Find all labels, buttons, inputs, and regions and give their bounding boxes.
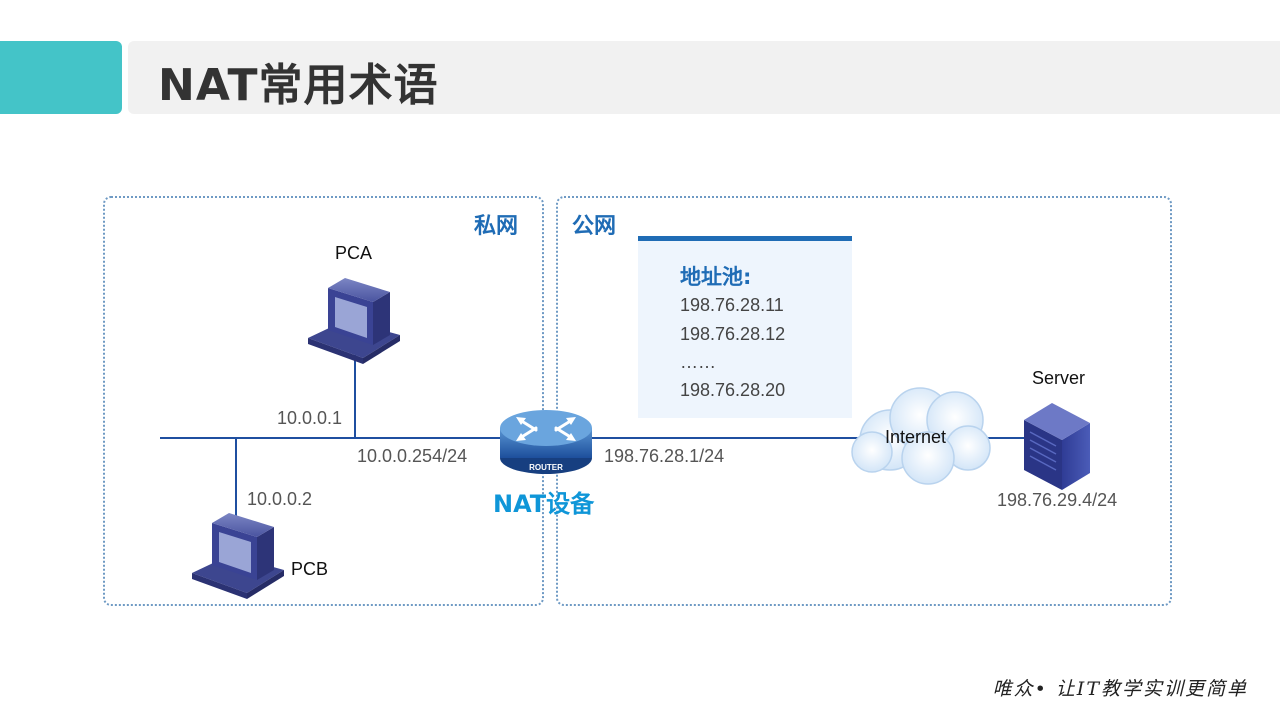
nat-device-label: NAT设备	[493, 490, 595, 518]
server-name: Server	[1032, 368, 1086, 388]
pcb-ip: 10.0.0.2	[247, 489, 313, 509]
title-bar: NAT常用术语	[128, 41, 1280, 114]
pca-name: PCA	[335, 243, 373, 263]
server-ip: 198.76.29.4/24	[997, 490, 1118, 510]
nat-inside-ip: 10.0.0.254/24	[357, 446, 468, 466]
private-network-label: 私网	[474, 214, 519, 239]
nat-outside-ip: 198.76.28.1/24	[604, 446, 725, 466]
address-pool-item: 198.76.28.12	[680, 324, 786, 344]
footer-slogan: 唯众• 让IT教学实训更简单	[992, 678, 1248, 700]
address-pool-item: ……	[680, 352, 716, 372]
private-network-zone	[103, 196, 544, 606]
computer-icon	[192, 513, 284, 599]
pca-ip: 10.0.0.1	[277, 408, 343, 428]
public-network-zone	[556, 196, 1172, 606]
address-pool-item: 198.76.28.20	[680, 380, 786, 400]
public-network-label: 公网	[572, 214, 617, 239]
router-badge-text: ROUTER	[529, 463, 563, 472]
address-pool-title: 地址池:	[680, 265, 752, 289]
cloud-icon	[851, 387, 991, 485]
page-title: NAT常用术语	[158, 60, 439, 111]
pcb-name: PCB	[291, 559, 329, 579]
router-icon: ROUTER	[500, 410, 592, 474]
address-pool-item: 198.76.28.11	[680, 295, 784, 315]
address-pool-box: 地址池: 198.76.28.11 198.76.28.12 …… 198.76…	[638, 236, 852, 418]
internet-label: Internet	[885, 427, 947, 447]
header-accent-block	[0, 41, 122, 114]
server-icon	[1024, 403, 1090, 490]
computer-icon	[308, 278, 400, 364]
